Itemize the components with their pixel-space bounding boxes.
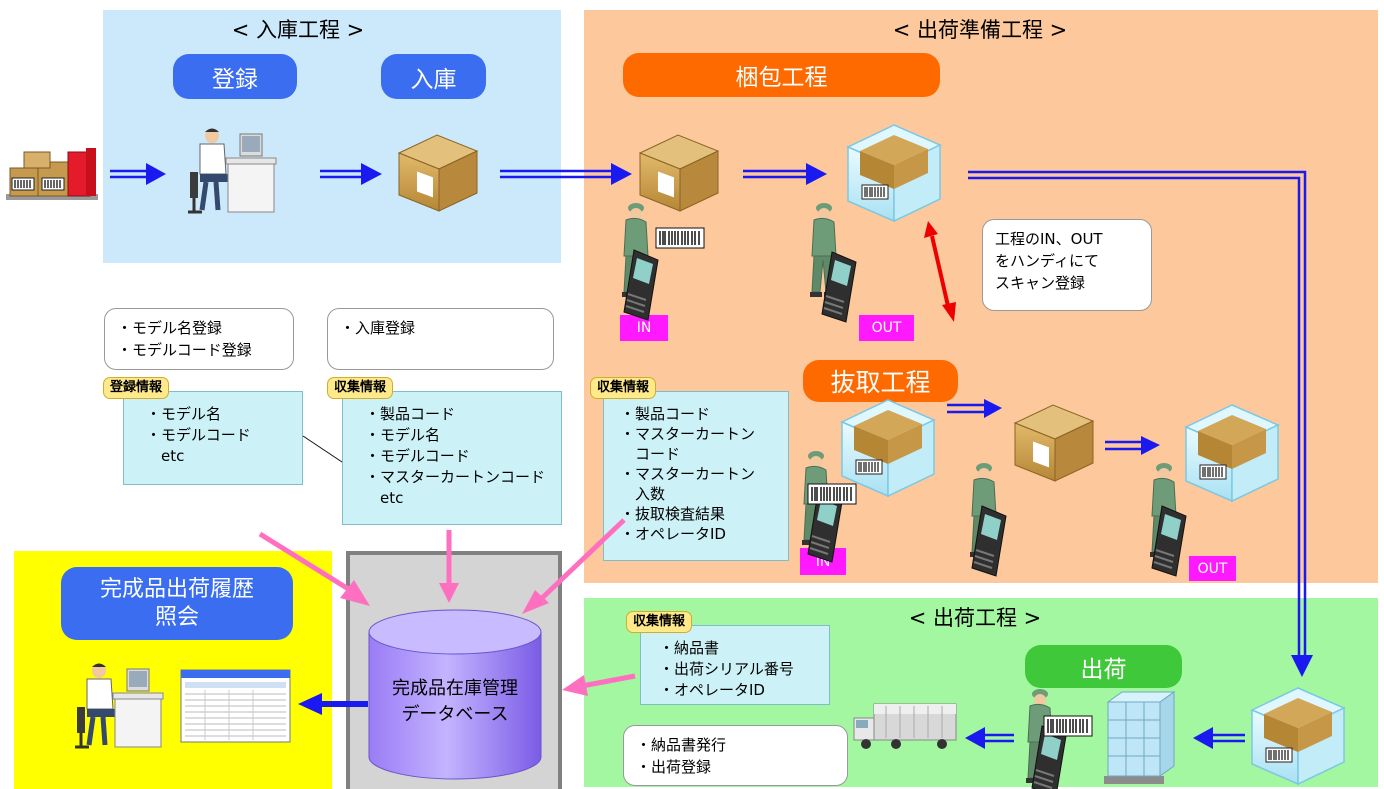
model-registration-note: ・モデル名登録 ・モデルコード登録: [104, 308, 294, 370]
red-double-arrow: [924, 221, 956, 322]
handheld-scanner-icon: [969, 462, 1007, 577]
cardboard-box-icon: [398, 134, 478, 212]
flow-arrow: [1291, 655, 1313, 677]
collect-info-tag-3: 収集情報: [626, 611, 693, 633]
receiving-region: [103, 10, 561, 263]
handheld-scanner-icon: [621, 202, 705, 321]
handheld-scanner-icon: [1025, 688, 1093, 789]
flow-arrow: [110, 169, 1141, 451]
cardboard-box-icon: [1014, 404, 1094, 482]
handheld-scanner-icon: [1149, 462, 1187, 577]
collect-info-box-2: ・製品コード ・マスターカートン コード ・マスターカートン 入数 ・抜取検査結…: [603, 391, 789, 561]
pallet-icon: [1104, 691, 1176, 784]
receive-pill: 入庫: [381, 54, 486, 99]
container-box-icon: [1185, 404, 1279, 502]
collect-info-tag-2: 収集情報: [590, 377, 657, 399]
shipping-title: < 出荷工程 >: [908, 606, 1042, 630]
container-box-icon: [841, 399, 935, 497]
ship-pill: 出荷: [1025, 645, 1182, 688]
office-worker-icon: [188, 129, 276, 213]
database-label: 完成品在庫管理 データベース: [392, 678, 518, 725]
truck-icon: [853, 703, 957, 749]
register-pill: 登録: [173, 54, 297, 99]
collect-info-box-3: ・納品書 ・出荷シリアル番号 ・オペレータID: [640, 625, 830, 705]
ship-prep-title: < 出荷準備工程 >: [892, 18, 1068, 42]
collect-info-tag-1: 収集情報: [327, 377, 394, 399]
scan-out-tag-sampling: OUT: [1189, 556, 1236, 581]
cardboard-box-icon: [639, 134, 719, 212]
database-cylinder-icon: [368, 609, 542, 780]
flow-arrow: [298, 693, 368, 715]
flow-arrow: [968, 170, 1307, 655]
collect-info-box-1: ・製品コード ・モデル名 ・モデルコード ・マスターカートンコード etc: [342, 391, 562, 525]
registration-info-box: ・モデル名 ・モデルコード etc: [123, 391, 303, 485]
office-worker-icon: [75, 664, 163, 748]
pink-data-arrow: [258, 518, 636, 689]
flow-arrow: [985, 733, 1245, 743]
pink-data-arrow: [340, 580, 588, 696]
scan-registration-note: 工程のIN、OUT をハンディにて スキャン登録: [982, 219, 1152, 311]
flow-arrow: [965, 727, 1213, 749]
container-box-icon: [847, 124, 941, 222]
delivery-note: ・納品書発行 ・出荷登録: [623, 725, 848, 786]
handheld-scanner-icon: [809, 202, 857, 323]
container-box-icon: [1251, 687, 1345, 785]
packing-pill: 梱包工程: [623, 53, 940, 97]
product-boxes-icon: [6, 148, 98, 200]
sampling-pill: 抜取工程: [803, 360, 958, 402]
registration-info-tag: 登録情報: [103, 377, 170, 399]
scan-in-tag-packing: IN: [620, 315, 668, 341]
flow-arrow: [146, 163, 1160, 455]
report-sheet-icon: [180, 669, 291, 743]
history-pill[interactable]: 完成品出荷履歴 照会: [61, 567, 293, 640]
receiving-title: < 入庫工程 >: [231, 18, 365, 42]
scan-out-tag-packing: OUT: [859, 315, 914, 341]
connector-line: [302, 435, 343, 463]
receive-registration-note: ・入庫登録: [327, 308, 554, 370]
